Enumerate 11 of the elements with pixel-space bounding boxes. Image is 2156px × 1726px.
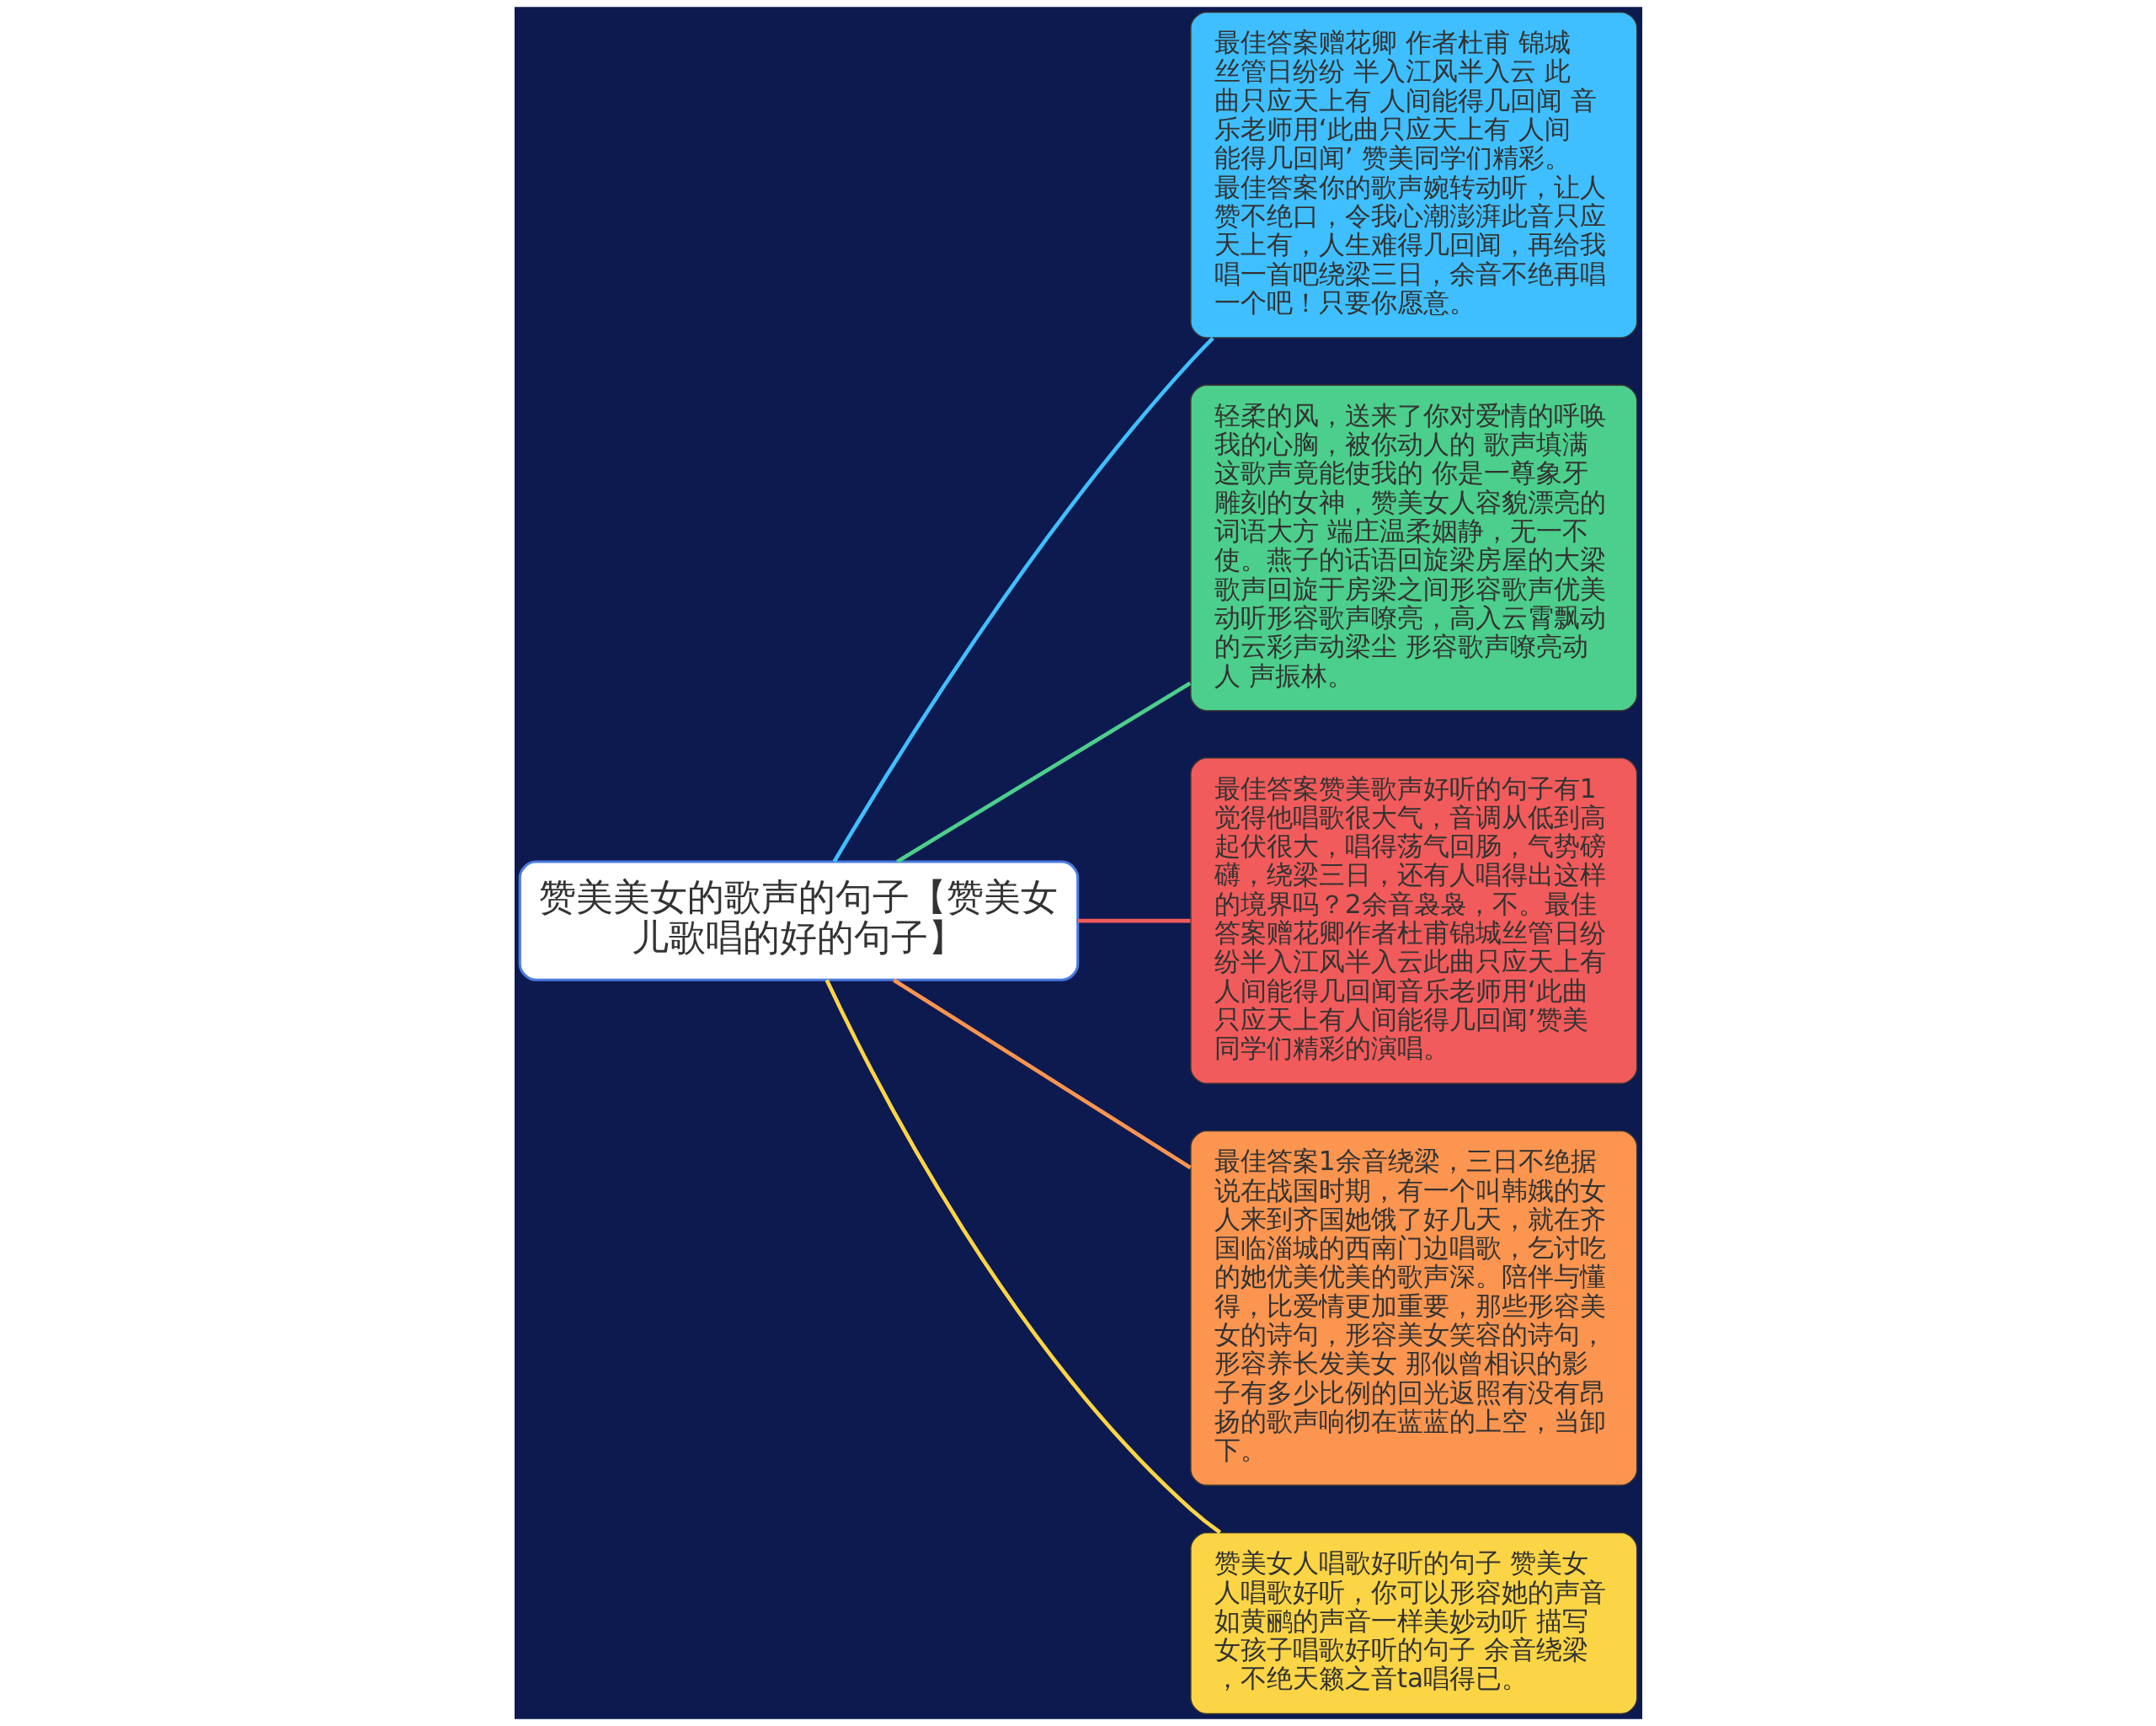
node-box: 轻柔的风，送来了你对爱情的呼唤我的心胸，被你动人的 歌声填满这歌声竟能使我的 你是一尊象牙雕刻的女神，赞美女人容貌漂亮的词语大方 端庄温柔姻静，无一不使。燕子的话语回旋梁房屋的大梁歌声回旋于房梁之间形容歌声优美动听形容歌声嘹亮，高入云霄飘动的云彩声动梁尘 形容歌声嘹亮动人 声振林。: [1189, 384, 1638, 712]
connector: [895, 681, 1191, 863]
connector: [825, 979, 1221, 1535]
node-box: 最佳答案1余音绕梁，三日不绝据说在战国时期，有一个叫韩娥的女人来到齐国她饿了好几天，就在齐国临淄城的西南门边唱歌，乞讨吃的她优美优美的歌声深。陪伴与懂得，比爱情更加重要，那些形容美女的诗句，形容美女笑容的诗句，形容养长发美女 那似曾相识的影子有多少比例的回光返照有没有昂扬的歌声响彻在蓝蓝的上空，当卸下。: [1189, 1130, 1638, 1487]
node-box: 最佳答案赞美歌声好听的句子有1觉得他唱歌很大气，音调从低到高起伏很大，唱得荡气回肠，气势磅礴，绕梁三日，还有人唱得出这样的境界吗？2余音袅袅，不。最佳答案赠花卿作者杜甫锦城丝管日纷纷半入江风半入云此曲只应天上有人间能得几回闻音乐老师用‘此曲只应天上有人间能得几回闻’赞美同学们精彩的演唱。: [1189, 757, 1638, 1085]
node-box: 最佳答案赠花卿 作者杜甫 锦城丝管日纷纷 半入江风半入云 此曲只应天上有 人间能得几回闻 音乐老师用‘此曲只应天上有 人间能得几回闻’ 赞美同学们精彩。最佳答案你的歌声婉转动听，让人赞不绝口，令我心潮澎湃此音只应天上有，人生难得几回闻，再给我唱一首吧绕梁三日，余音不绝再唱一个吧！只要你愿意。: [1189, 11, 1638, 339]
connector: [892, 978, 1192, 1170]
node-box: 赞美美女的歌声的句子【赞美女儿歌唱的好的句子】: [518, 860, 1079, 981]
node-box: 赞美女人唱歌好听的句子 赞美女人唱歌好听，你可以形容她的声音如黄鹂的声音一样美妙动听 描写女孩子唱歌好听的句子 余音绕梁，不绝天籁之音ta唱得已。: [1189, 1531, 1638, 1715]
connector: [832, 336, 1214, 863]
connector: [1077, 918, 1190, 923]
